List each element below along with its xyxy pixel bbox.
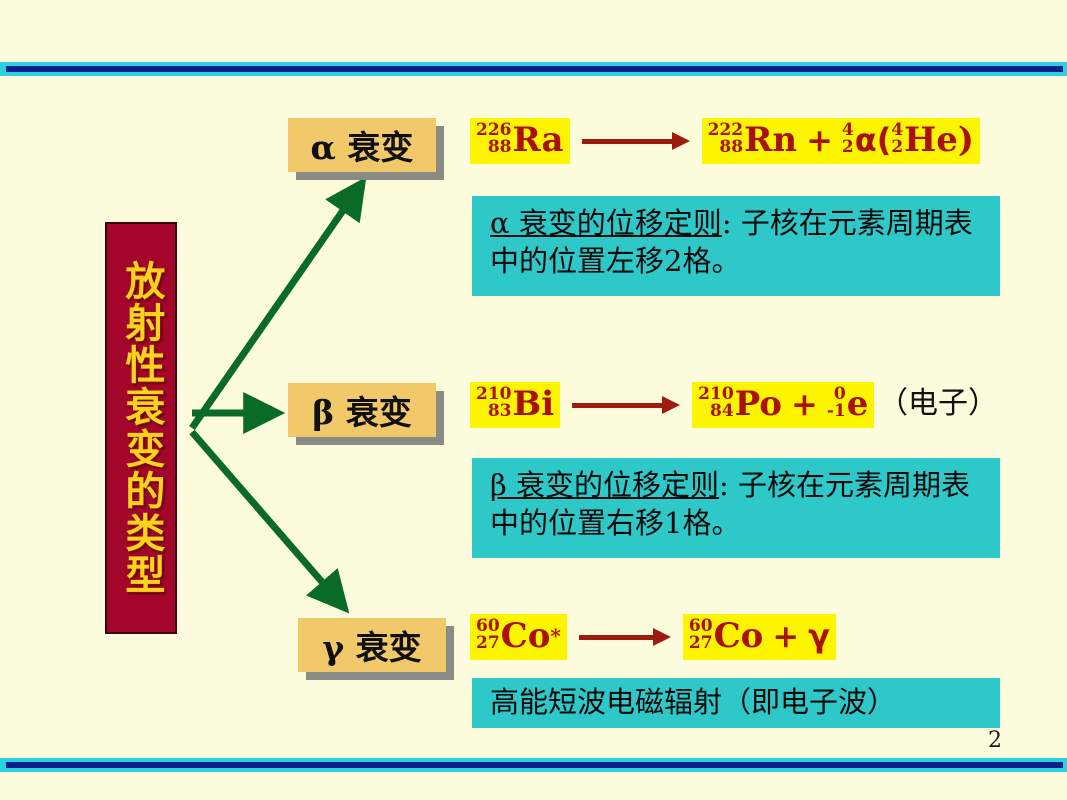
nuclide-bi-atomic: 83 — [487, 401, 512, 421]
page-number: 2 — [988, 728, 1002, 753]
nuclide-bi: 210 83 Bi — [476, 384, 554, 424]
equation-alpha-reactant: 226 88 Ra — [470, 118, 570, 164]
displacement-rule-beta: β 衰变的位移定则: 子核在元素周期表中的位置右移1格。 — [472, 458, 1000, 558]
reaction-arrow-gamma-shaft — [578, 635, 655, 640]
helium-numbers: 4 2 — [891, 119, 904, 159]
displacement-rule-beta-lead: β 衰变的位移定则 — [490, 468, 719, 502]
displacement-rule-alpha: α 衰变的位移定则: 子核在元素周期表中的位置左移2格。 — [472, 196, 1000, 296]
alpha-particle-mass: 4 — [841, 119, 854, 140]
beta-particle-symbol: e — [846, 384, 869, 424]
nuclide-ra: 226 88 Ra — [476, 120, 564, 160]
displacement-rule-alpha-body: : 子核在元素周期表中的位置左移2格。 — [490, 206, 973, 279]
nuclide-po-mass: 210 — [698, 383, 734, 404]
nuclide-co-excited: 60 27 Co * — [476, 616, 561, 656]
nuclide-rn-mass: 222 — [707, 119, 744, 140]
alpha-particle-symbol: α( — [854, 121, 892, 159]
nuclide-co-atomic: 27 — [688, 633, 713, 653]
gamma-photon-symbol: γ — [808, 617, 830, 655]
displacement-rule-beta-body: : 子核在元素周期表中的位置右移1格。 — [490, 468, 970, 541]
alpha-particle-numbers: 4 2 — [841, 119, 854, 159]
reaction-arrow-gamma-head — [652, 628, 671, 646]
nuclide-co-excited-atomic: 27 — [476, 633, 500, 653]
bottom-rule-inner-line — [6, 762, 1063, 768]
gamma-description: 高能短波电磁辐射（即电子波） — [472, 678, 1000, 728]
vertical-title-text: 放射性衰变的类型 — [118, 260, 166, 596]
nuclide-co-mass: 60 — [688, 615, 713, 636]
nuclide-co-symbol: Co — [713, 616, 764, 656]
nuclide-co-excited-mass: 60 — [476, 615, 500, 636]
equation-alpha: 226 88 Ra 222 88 Rn + 4 2 — [470, 118, 981, 164]
nuclide-alpha-particle: 4 2 α( 4 2 He) — [842, 120, 974, 160]
nuclide-po: 210 84 Po — [698, 384, 782, 424]
nuclide-ra-mass: 226 — [476, 119, 512, 140]
bottom-decorative-rule — [0, 758, 1067, 772]
helium-mass: 4 — [891, 119, 904, 140]
nuclide-rn-atomic: 88 — [719, 137, 744, 157]
reaction-arrow-beta-head — [662, 396, 681, 414]
top-rule-inner-line — [6, 66, 1063, 72]
nuclide-co-numbers: 60 27 — [688, 615, 713, 655]
nuclide-rn: 222 88 Rn — [708, 120, 797, 160]
nuclide-rn-numbers: 222 88 — [707, 119, 744, 159]
beta-particle-mass: 0 — [833, 383, 846, 404]
nuclide-po-atomic: 84 — [709, 401, 734, 421]
reaction-arrow-alpha-shaft — [581, 139, 674, 144]
reaction-arrow-gamma — [578, 622, 671, 652]
gamma-description-text: 高能短波电磁辐射（即电子波） — [490, 684, 897, 719]
decay-type-box-gamma[interactable]: γ 衰变 — [298, 618, 446, 672]
top-decorative-rule — [0, 62, 1067, 76]
nuclide-po-symbol: Po — [734, 384, 782, 424]
helium-symbol: He) — [904, 120, 975, 160]
equation-gamma: 60 27 Co * 60 27 Co + γ — [470, 614, 836, 660]
electron-note: （电子） — [878, 386, 998, 421]
reaction-arrow-beta — [572, 390, 681, 420]
nuclide-bi-symbol: Bi — [512, 384, 555, 424]
decay-type-label-beta: β 衰变 — [312, 393, 412, 432]
decay-type-box-alpha[interactable]: α 衰变 — [288, 118, 436, 172]
equation-beta: 210 83 Bi 210 84 Po + 0 -1 — [470, 382, 875, 428]
plus-sign-alpha: + — [806, 121, 833, 159]
decay-type-label-alpha: α 衰变 — [310, 128, 414, 167]
reaction-arrow-beta-shaft — [572, 403, 665, 408]
nuclide-rn-symbol: Rn — [744, 120, 798, 160]
nuclide-bi-mass: 210 — [476, 383, 512, 404]
nuclide-ra-numbers: 226 88 — [476, 119, 512, 159]
beta-particle: 0 -1 e — [827, 384, 869, 424]
beta-particle-atomic: -1 — [826, 401, 846, 421]
alpha-particle-atomic: 2 — [841, 137, 854, 157]
nuclide-co-excited-numbers: 60 27 — [476, 615, 500, 655]
equation-gamma-products: 60 27 Co + γ — [682, 614, 836, 660]
decay-type-label-gamma: γ 衰变 — [322, 628, 422, 667]
plus-sign-beta: + — [791, 385, 818, 423]
arrow-to-gamma — [189, 429, 350, 614]
nuclide-po-numbers: 210 84 — [698, 383, 734, 423]
nuclide-ra-atomic: 88 — [487, 137, 512, 157]
beta-particle-numbers: 0 -1 — [826, 383, 846, 423]
equation-gamma-reactant: 60 27 Co * — [470, 614, 567, 660]
displacement-rule-alpha-lead: α 衰变的位移定则 — [490, 206, 722, 240]
helium-atomic: 2 — [891, 137, 904, 157]
reaction-arrow-alpha-head — [671, 132, 690, 150]
equation-beta-reactant: 210 83 Bi — [470, 382, 561, 428]
nuclide-co: 60 27 Co — [689, 616, 763, 656]
equation-beta-products: 210 84 Po + 0 -1 e — [692, 382, 875, 428]
plus-sign-gamma: + — [772, 617, 800, 655]
equation-alpha-products: 222 88 Rn + 4 2 α( 4 2 He) — [701, 118, 981, 164]
nuclide-ra-symbol: Ra — [512, 120, 564, 160]
decay-type-box-beta[interactable]: β 衰变 — [288, 383, 436, 437]
excited-state-asterisk: * — [550, 624, 561, 648]
nuclide-co-excited-symbol: Co — [500, 616, 551, 656]
nuclide-bi-numbers: 210 83 — [476, 383, 512, 423]
reaction-arrow-alpha — [581, 126, 690, 156]
vertical-title-banner: 放射性衰变的类型 — [105, 222, 177, 634]
